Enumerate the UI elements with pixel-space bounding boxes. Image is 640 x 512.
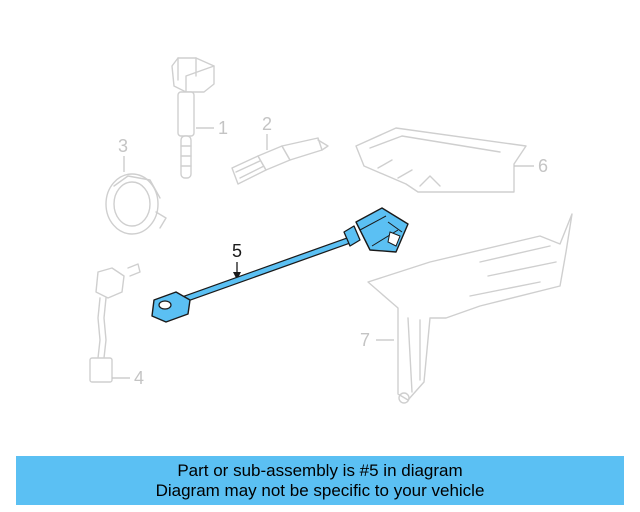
callout-4: 4 (134, 368, 144, 388)
callout-1: 1 (218, 118, 228, 138)
parts-diagram: 1 2 3 4 6 (89, 57, 573, 404)
part-spark-plug: 2 (231, 114, 329, 185)
part-control-module: 6 (355, 127, 548, 193)
callout-5: 5 (232, 241, 242, 261)
part-round-sensor: 3 (105, 136, 167, 235)
callout-2: 2 (262, 114, 272, 134)
part-bracket: 7 (360, 213, 573, 404)
callout-3: 3 (118, 136, 128, 156)
part-cable-sensor: 4 (89, 263, 144, 388)
info-banner: Part or sub-assembly is #5 in diagram Di… (16, 456, 624, 505)
part-ignition-coil: 1 (171, 57, 228, 179)
callout-6: 6 (538, 156, 548, 176)
part-5-knock-sensor[interactable]: 5 (151, 207, 409, 323)
banner-line-1: Part or sub-assembly is #5 in diagram (177, 461, 463, 480)
banner-line-2: Diagram may not be specific to your vehi… (155, 481, 485, 500)
callout-7: 7 (360, 330, 370, 350)
